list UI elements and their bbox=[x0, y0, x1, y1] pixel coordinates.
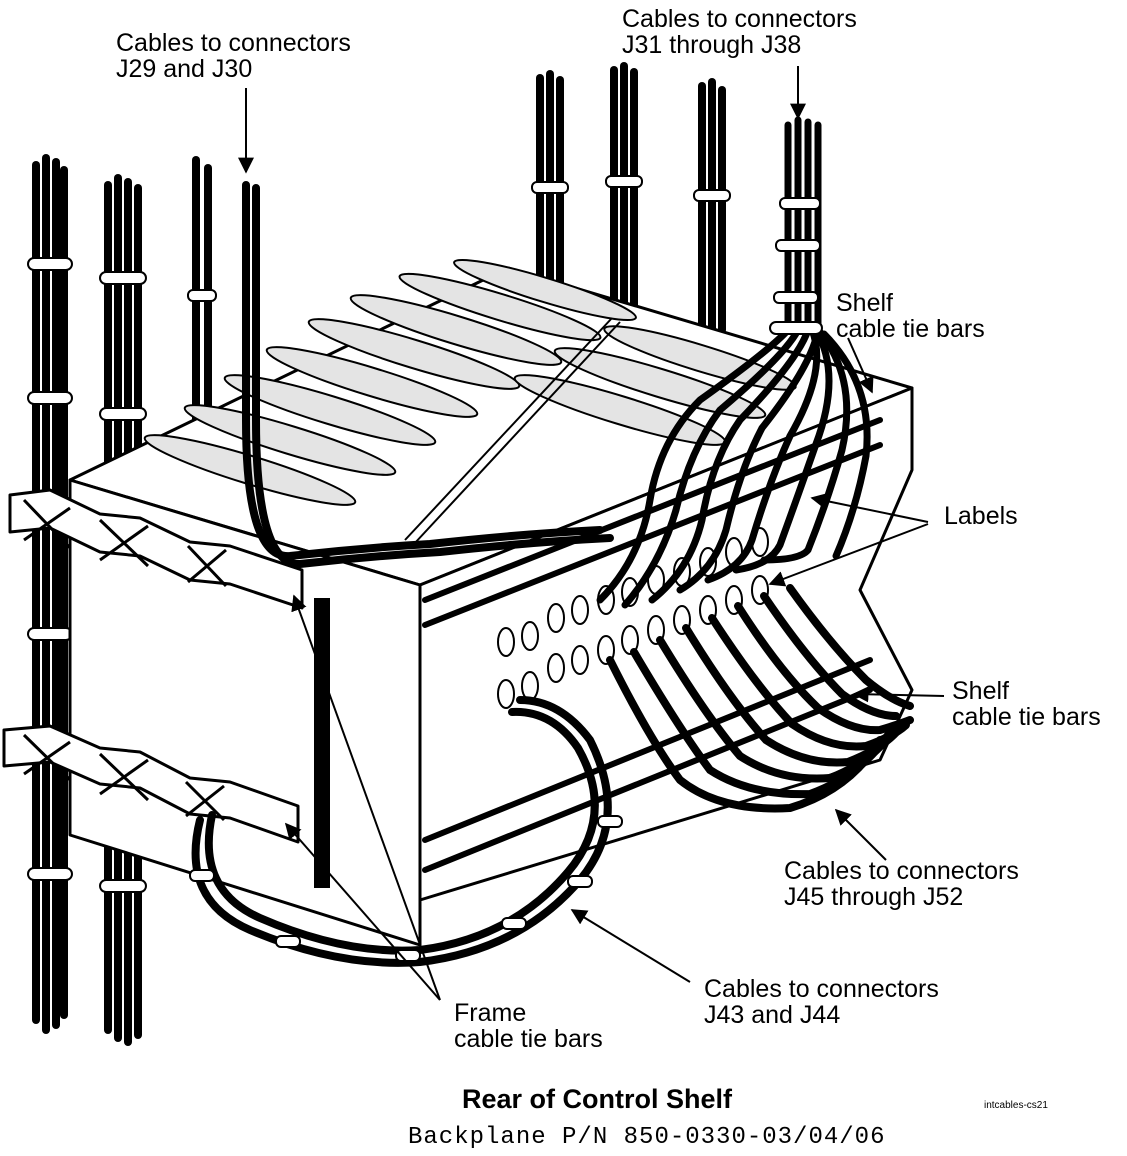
frame-tie-crosses bbox=[22, 498, 228, 822]
callout-line: J29 and J30 bbox=[116, 55, 253, 83]
figure-id: intcables-cs21 bbox=[984, 1100, 1048, 1111]
side-strip bbox=[314, 598, 330, 888]
callout-leaders bbox=[238, 66, 945, 1001]
callout-line: Cables to connectors bbox=[116, 29, 351, 57]
callout-line: Cables to connectors bbox=[622, 5, 857, 33]
callout-labels: Labels bbox=[944, 503, 1018, 529]
callout-line: J45 through J52 bbox=[784, 883, 964, 911]
callout-line: cable tie bars bbox=[454, 1025, 603, 1053]
cables-j29-j30 bbox=[242, 181, 614, 569]
callout-j29-j30: Cables to connectors J29 and J30 bbox=[116, 30, 351, 82]
callout-line: Labels bbox=[944, 502, 1018, 530]
callout-line: J43 and J44 bbox=[704, 1001, 841, 1029]
callout-j45-j52: Cables to connectors J45 through J52 bbox=[784, 858, 1019, 910]
callout-line: Cables to connectors bbox=[784, 857, 1019, 885]
callout-frame-tie-bars: Frame cable tie bars bbox=[454, 1000, 603, 1052]
callout-line: cable tie bars bbox=[836, 315, 985, 343]
callout-j43-j44: Cables to connectors J43 and J44 bbox=[704, 976, 939, 1028]
callout-j31-j38: Cables to connectors J31 through J38 bbox=[622, 6, 857, 58]
callout-line: Frame bbox=[454, 999, 527, 1027]
callout-line: Cables to connectors bbox=[704, 975, 939, 1003]
diagram-title: Rear of Control Shelf bbox=[462, 1084, 733, 1114]
cables-j45-j52 bbox=[606, 584, 914, 813]
frame-tie-bar-lower bbox=[2, 724, 300, 844]
callout-line: Shelf bbox=[836, 289, 893, 317]
cables-j43-j44 bbox=[191, 696, 612, 967]
cable-ties-j43-j44 bbox=[189, 815, 623, 962]
callout-line: Shelf bbox=[952, 677, 1009, 705]
callout-line: cable tie bars bbox=[952, 703, 1101, 731]
top-rail bbox=[404, 317, 621, 545]
diagram-subtitle: Backplane P/N 850-0330-03/04/06 bbox=[408, 1124, 886, 1151]
callout-shelf-tie-bars-top: Shelf cable tie bars bbox=[836, 290, 985, 342]
callout-shelf-tie-bars-bottom: Shelf cable tie bars bbox=[952, 678, 1101, 730]
cables-j31-j38 bbox=[596, 116, 871, 609]
top-bundle-ties bbox=[531, 175, 731, 202]
cable-ties-j31-j38 bbox=[769, 197, 823, 335]
callout-line: J31 through J38 bbox=[622, 31, 802, 59]
